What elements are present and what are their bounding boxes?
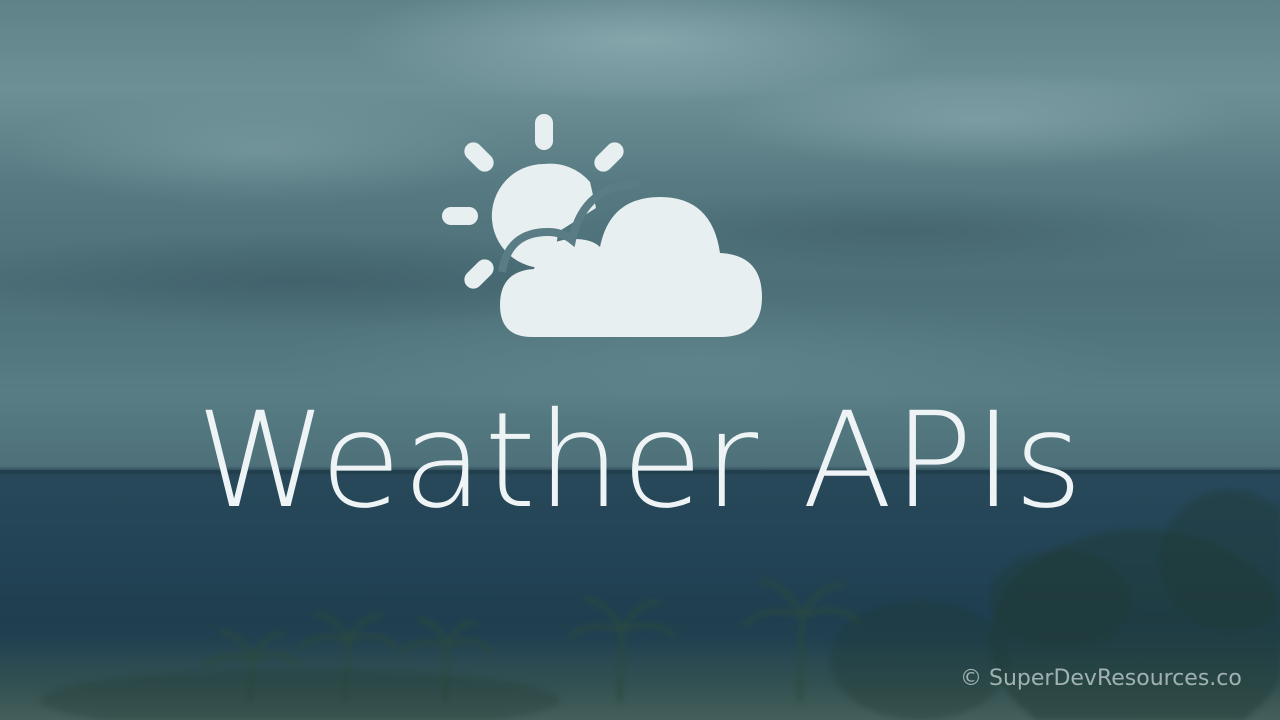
watermark-credit: © SuperDevResources.co — [960, 666, 1242, 691]
horizon-line — [0, 466, 1280, 476]
page-title: Weather APIs — [196, 384, 1084, 538]
partly-cloudy-icon — [442, 114, 762, 337]
beach-foreground — [0, 640, 1280, 720]
